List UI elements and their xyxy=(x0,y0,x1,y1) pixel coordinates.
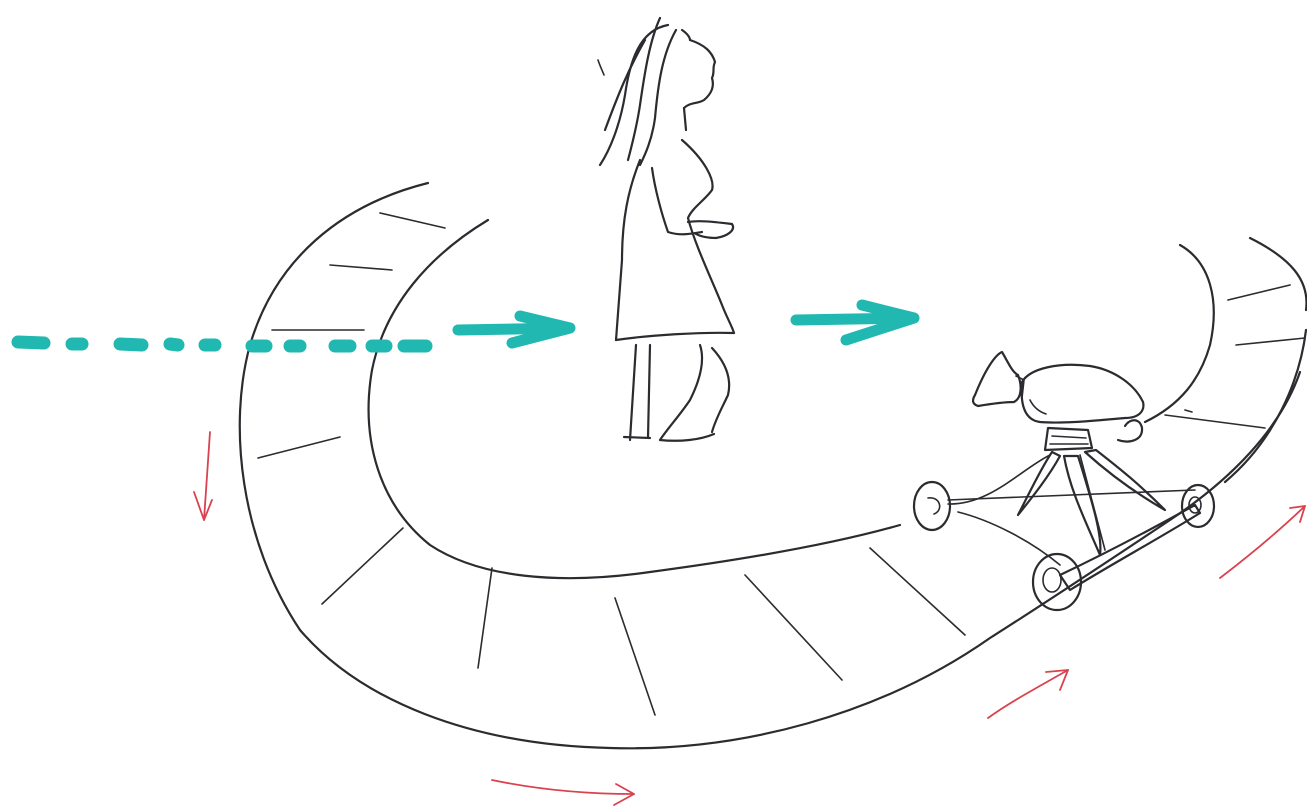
camera-handle xyxy=(1118,420,1142,441)
leg-back xyxy=(624,345,650,440)
track-inner-rail xyxy=(369,220,900,578)
dolly-wheel-back-right xyxy=(1182,485,1214,527)
track-outer-rail-right xyxy=(1250,238,1307,310)
camera-lens xyxy=(973,352,1021,406)
track-outer-rail xyxy=(240,183,1300,748)
curved-track xyxy=(240,183,1307,748)
dolly-wheel-back-left xyxy=(914,482,950,530)
leg-front xyxy=(660,345,729,441)
arm xyxy=(652,168,702,234)
dashed-path xyxy=(18,342,426,346)
walking-figure xyxy=(598,18,734,441)
red-arrow-lower-right xyxy=(988,670,1068,718)
hand xyxy=(688,221,733,238)
arrow-to-walker xyxy=(458,316,570,343)
face xyxy=(684,40,715,108)
camera-body xyxy=(1022,365,1144,423)
track-outer-rail-right-lower xyxy=(1225,330,1306,482)
track-ties xyxy=(258,213,1305,715)
walker-path-arrow xyxy=(18,305,914,346)
track-inner-rail-right xyxy=(1145,245,1214,422)
red-arrow-far-right xyxy=(1220,506,1305,578)
camera-dolly xyxy=(914,352,1214,610)
arrow-past-walker xyxy=(796,305,914,340)
red-arrow-down xyxy=(194,432,212,520)
motion-arrows xyxy=(194,432,1305,805)
red-arrow-bottom xyxy=(492,780,634,805)
